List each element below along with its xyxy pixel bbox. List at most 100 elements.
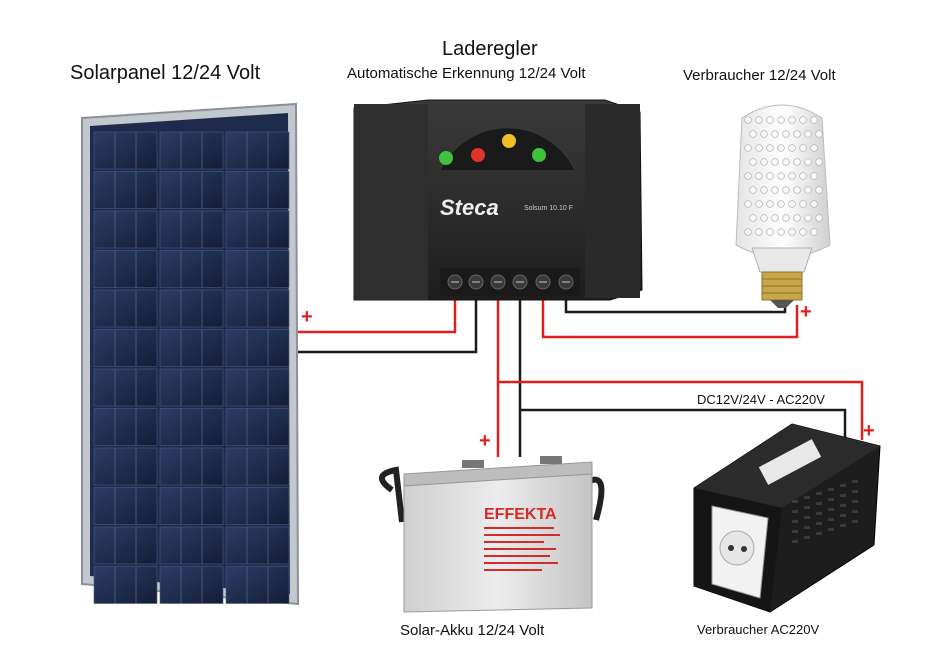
solar-cell [225,408,290,446]
led-dot [810,200,818,208]
vent-slot [804,506,810,509]
led-red-icon [471,148,485,162]
led-dot [788,172,796,180]
vent-slot [852,520,858,523]
vent-slot [816,502,822,505]
vent-slot [792,540,798,543]
led-dot [771,214,779,222]
solar-cell [225,329,290,367]
led-dot [777,200,785,208]
led-dot [782,186,790,194]
solar-cell [225,566,290,604]
controller-subtitle: Automatische Erkennung 12/24 Volt [347,65,586,82]
solar-cell [93,250,158,288]
solar-cell [93,447,158,486]
led-dot [755,144,763,152]
solar-cell [225,289,290,328]
led-dot [804,186,812,194]
solar-cell [159,329,224,367]
led-dot [804,130,812,138]
ac-load-label: Verbraucher AC220V [697,622,820,637]
led-dot [744,116,752,124]
solar-cell [159,131,224,170]
vent-slot [804,496,810,499]
vent-slot [840,484,846,487]
solar-cell [159,566,224,604]
solar-cell [225,526,290,565]
vent-slot [816,492,822,495]
terminal-screw [535,274,551,290]
led-dot [777,172,785,180]
vent-slot [840,524,846,527]
plus-marker-battery: + [479,430,491,452]
led-dot [782,130,790,138]
vent-slot [828,528,834,531]
led-dot [793,158,801,166]
led-dot [771,130,779,138]
led-dot [777,144,785,152]
wire-load-positive [541,288,799,339]
charge-controller-icon: Steca Solsum 10.10 F [353,99,643,301]
led-dot [788,228,796,236]
terminal-screw [558,274,574,290]
led-dot [815,130,823,138]
solar-cell [159,526,224,565]
wire-inverter-positive [498,380,864,440]
vent-slot [852,490,858,493]
solar-cell [93,487,158,525]
dc-load-label: Verbraucher 12/24 Volt [683,67,836,84]
led-dot [799,116,807,124]
vent-slot [804,516,810,519]
led-dot [793,186,801,194]
controller-model: Solsum 10.10 F [524,205,573,212]
solar-panel-icon [81,102,300,606]
vent-slot [792,520,798,523]
solar-cell [159,368,224,407]
solar-cell [159,250,224,288]
led-dot [771,158,779,166]
led-dot [810,172,818,180]
led-dot [815,214,823,222]
led-dot [755,116,763,124]
led-yellow-icon [502,134,516,148]
vent-slot [852,510,858,513]
plus-marker-inverter: + [863,420,875,442]
led-dot [760,214,768,222]
solar-cell [159,289,224,328]
terminal-screw [468,274,484,290]
led-dot [766,144,774,152]
vent-slot [828,518,834,521]
solar-cell [225,250,290,288]
solar-cell [93,289,158,328]
led-dot [766,172,774,180]
led-dot [766,116,774,124]
inverter-spec-label: DC12V/24V - AC220V [697,392,825,407]
led-dot [782,158,790,166]
led-dot [782,214,790,222]
led-dot [755,172,763,180]
vent-slot [804,526,810,529]
solar-cell [93,368,158,407]
terminal-screw [490,274,506,290]
vent-slot [804,536,810,539]
solar-cell [225,487,290,525]
led-green-2-icon [532,148,546,162]
led-dot [788,200,796,208]
led-dot [755,228,763,236]
led-green-icon [439,151,453,165]
solar-panel-label: Solarpanel 12/24 Volt [70,62,261,84]
led-dot [810,228,818,236]
vent-slot [852,480,858,483]
vent-slot [840,494,846,497]
vent-slot [828,488,834,491]
led-dot [760,186,768,194]
led-dot [749,158,757,166]
led-dot [744,200,752,208]
solar-cell [225,131,290,170]
vent-slot [792,500,798,503]
solar-cell [159,487,224,525]
solar-cell [159,171,224,209]
led-dot [760,158,768,166]
vent-slot [816,512,822,515]
